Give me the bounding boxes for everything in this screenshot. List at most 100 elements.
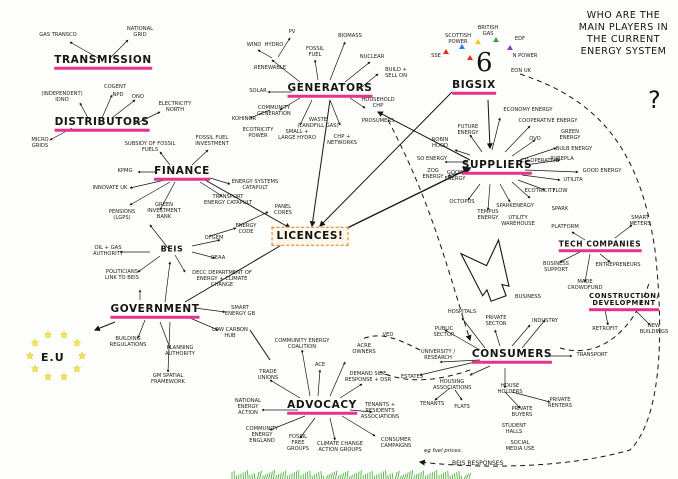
label-pv: PV: [288, 29, 296, 36]
hub-connectors: [93, 91, 493, 361]
label-national-energy-action: NATIONAL ENERGY ACTION: [234, 398, 262, 416]
hub-beis: BEIS: [160, 244, 184, 254]
eu-star-icon: [72, 338, 82, 347]
big-hollow-arrow: [459, 238, 510, 302]
label-private-sector: PRIVATE SECTOR: [485, 315, 507, 327]
label-gas-transco: GAS TRANSCO: [39, 32, 77, 39]
hub-transmission: TRANSMISSION: [54, 55, 152, 70]
label-gm-spatial: GM SPATIAL FRAMEWORK: [151, 373, 185, 385]
label-planning-authority: PLANNING AUTHORITY: [165, 345, 195, 357]
label-university: UNIVERSITY / RESEARCH: [420, 349, 456, 361]
label-demand-side: DEMAND SIDE RESPONSE + DSR: [344, 371, 392, 383]
label-ace: ACE: [314, 362, 326, 369]
label-chp-networks: CHP + NETWORKS: [327, 134, 357, 146]
label-flow: FLOW: [552, 188, 568, 195]
label-energy-systems-catapult: ENERGY SYSTEMS CATAPULT: [231, 179, 279, 191]
label-estates: ESTATES: [400, 374, 424, 381]
label-independent-dno: (INDEPENDENT) IDNO: [41, 91, 83, 103]
label-tempus: TEMPUS ENERGY: [477, 209, 499, 221]
label-good-energy-2: GOOD ENERGY: [582, 168, 622, 175]
label-robin-hood: ROBIN HOOD: [431, 137, 449, 149]
label-future-energy: FUTURE ENERGY: [457, 124, 479, 136]
label-utilita: UTILITA: [563, 177, 583, 184]
label-community-energy-england: COMMUNITY ENERGY ENGLAND: [245, 426, 279, 444]
label-tenants: TENANTS: [419, 401, 445, 408]
label-nuclear: NUCLEAR: [359, 54, 385, 61]
label-renewable: RENEWABLE: [253, 65, 287, 72]
brand-dot-icon: [443, 49, 449, 54]
label-micro-grids: MICRO GRIDS: [31, 137, 49, 149]
label-tenants-residents: TENANTS + RESIDENTS ASSOCIATIONS: [360, 402, 400, 420]
label-eon: EON UK: [510, 68, 532, 75]
page-title: WHO ARE THE MAIN PLAYERS IN THE CURRENT …: [578, 10, 669, 57]
label-decc: DECC DEPARTMENT OF ENERGY + CLIMATE CHAN…: [192, 270, 252, 288]
label-subsidy: SUBSIDY OF FOSSIL FUELS: [124, 141, 176, 153]
hub-finance: FINANCE: [154, 166, 210, 181]
label-prosumers: PROSUMERS: [361, 118, 395, 125]
label-trade-unions: TRADE UNIONS: [257, 369, 279, 381]
label-utility-warehouse: UTILITY WAREHOUSE: [501, 215, 535, 227]
label-fossil-fuel: FOSSIL FUEL: [305, 46, 325, 58]
label-ovo: OVO: [529, 136, 541, 143]
eu-star-icon: [43, 372, 53, 381]
label-economy-energy: ECONOMY ENERGY: [503, 107, 553, 114]
spoke-lines: [49, 37, 651, 441]
label-fossil-investment: FOSSIL FUEL INVESTMENT: [195, 135, 229, 147]
label-british-gas: BRITISH GAS: [477, 25, 499, 37]
brand-dot-icon: [507, 45, 513, 50]
label-npower: N POWER: [512, 53, 538, 60]
label-sse: SSE: [431, 53, 441, 60]
label-pensions: PENSIONS (LGPS): [108, 209, 136, 221]
brand-dot-icon: [475, 39, 481, 44]
label-electricity-north: ELECTRICITY NORTH: [158, 101, 192, 113]
eu-star-icon: [43, 330, 53, 339]
label-green-investment-bank: GREEN INVESTMENT BANK: [147, 202, 181, 220]
label-biomass: BIOMASS: [338, 33, 362, 40]
label-private-renters: PRIVATE RENTERS: [547, 397, 573, 409]
grass-strip: [231, 470, 471, 479]
label-ecotricity-power: ECOTRICITY POWER: [242, 127, 274, 139]
label-platform: PLATFORM: [551, 224, 579, 231]
brand-dot-icon: [467, 55, 473, 60]
label-business-support: BUSINESS SUPPORT: [543, 261, 569, 273]
label-solar: SOLAR: [249, 88, 267, 95]
big-six-brand-dots: [443, 37, 513, 60]
label-household-chp: HOUSEHOLD CHP: [361, 97, 395, 109]
hub-construction: CONSTRUCTION/ DEVELOPMENT: [589, 293, 659, 311]
label-energy-code: ENERGY CODE: [235, 223, 257, 235]
label-national-grid: NATIONAL GRID: [126, 26, 154, 38]
label-beis-responses: BEIS RESPONSES: [452, 460, 504, 467]
eu-star-ring: [25, 330, 87, 381]
label-hospitals: HOSPITALS: [447, 309, 477, 316]
label-private-buyers: PRIVATE BUYERS: [511, 406, 533, 418]
label-acre: ACRE OWNERS: [352, 343, 376, 355]
label-geaa: GEAA: [210, 255, 226, 262]
question-mark: ?: [648, 86, 661, 114]
eu-label: E.U: [41, 351, 65, 364]
label-small-large-hydro: SMALL + LARGE HYDRO: [278, 129, 316, 141]
label-smart-energy-gb: SMART ENERGY GB: [224, 305, 256, 317]
brand-dot-icon: [459, 44, 465, 49]
label-good-energy: GOOD ENERGY: [444, 170, 466, 182]
label-politicians: POLITICIANS LINK TO BEIS: [105, 269, 139, 281]
hub-distributors: DISTRIBUTORS: [54, 117, 150, 132]
label-entrepreneurs: ENTREPRENEURS: [595, 262, 641, 269]
brand-dot-icon: [493, 37, 499, 42]
label-co-operative: CO OPERATIVE: [521, 158, 559, 165]
label-kohinor: KOHINOR: [231, 116, 257, 123]
dashed-loop: [359, 73, 661, 467]
label-industry: INDUSTRY: [531, 318, 559, 325]
eu-star-icon: [30, 364, 40, 373]
label-zog-energy: ZOG ENERGY: [422, 168, 444, 180]
label-purepla: PUREPLA: [550, 156, 574, 163]
label-smart-meters: SMART METERS: [629, 215, 651, 227]
label-student-halls: STUDENT HALLS: [501, 423, 527, 435]
label-kpmg: KPMG: [117, 168, 133, 175]
label-cooperative-energy: COOPERATIVE ENERGY: [518, 118, 578, 125]
label-made-crowdfund: MADE CROWDFUND: [567, 279, 603, 291]
label-building-regulations: BUILDING REGULATIONS: [109, 336, 147, 348]
label-wind: WIND: [246, 42, 262, 49]
label-business: BUSINESS: [515, 294, 541, 301]
